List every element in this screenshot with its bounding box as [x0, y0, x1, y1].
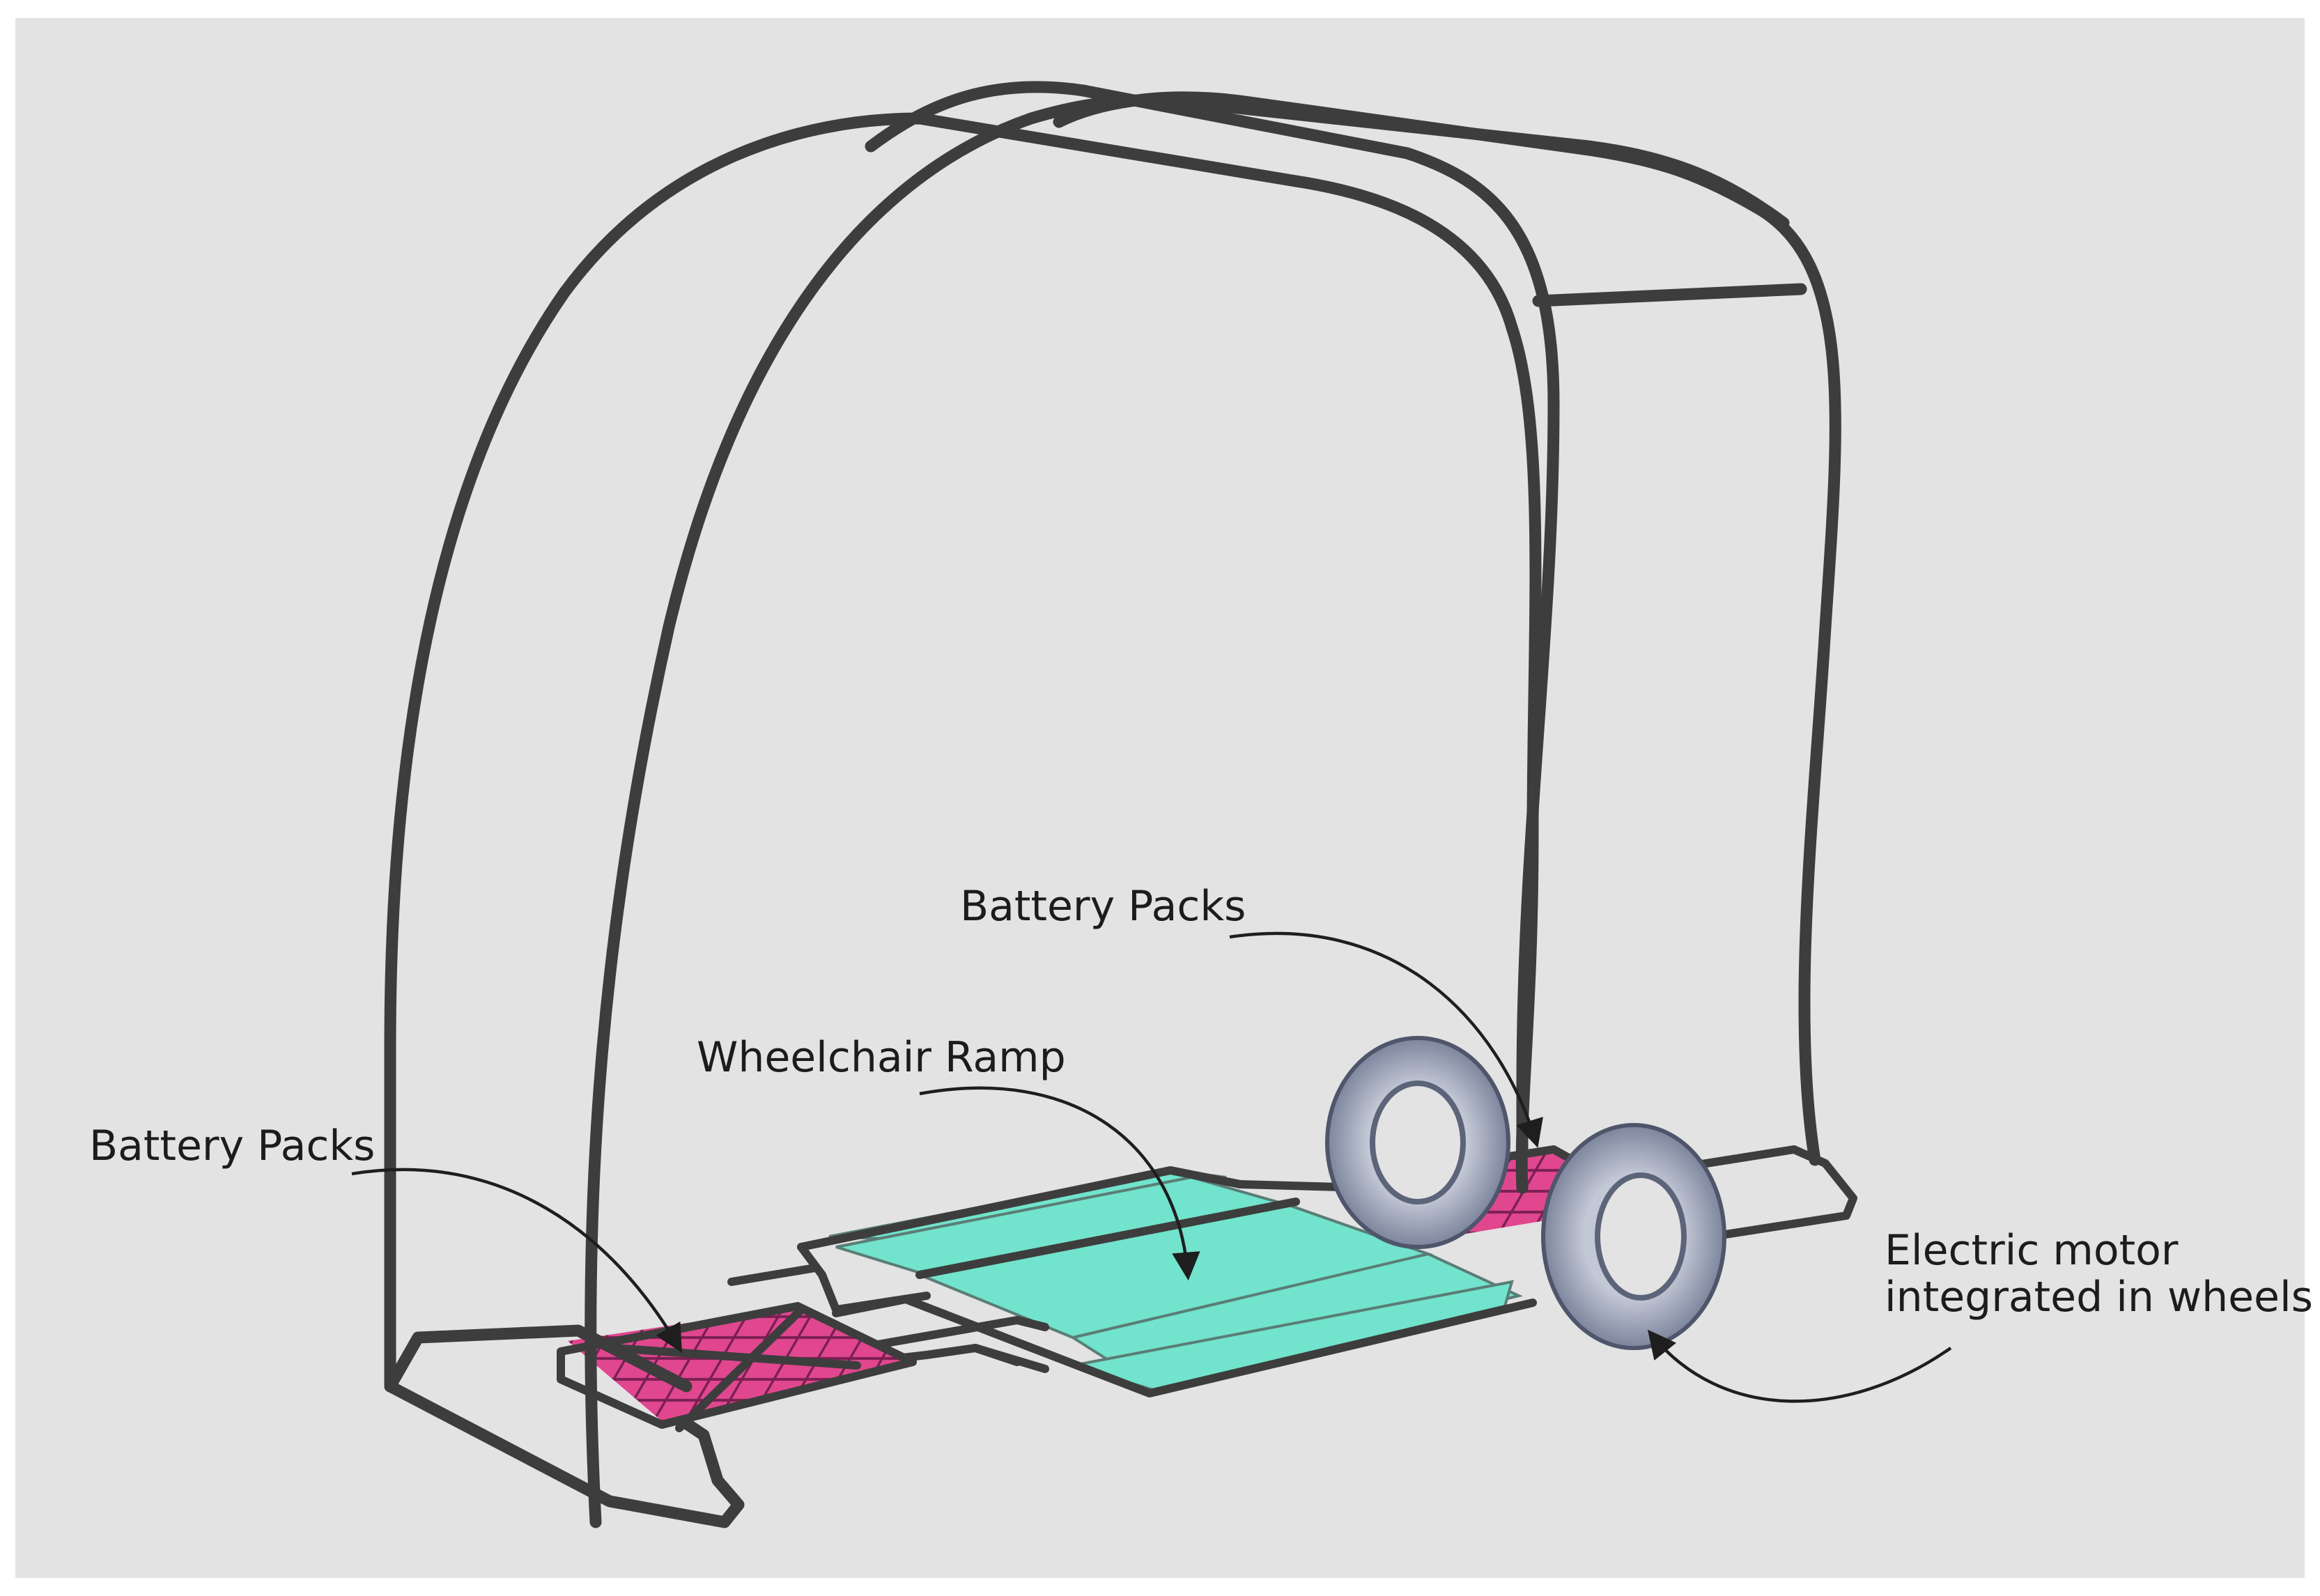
front-skid-frame	[384, 1324, 745, 1528]
label-electric-motor-line1: Electric motor	[1885, 1226, 2179, 1275]
label-battery-packs-right: Battery Packs	[960, 882, 1246, 931]
label-electric-motor-line2: integrated in wheels	[1885, 1273, 2313, 1322]
label-electric-motor: Electric motor integrated in wheels	[1885, 1227, 2313, 1321]
label-battery-packs-left: Battery Packs	[89, 1122, 376, 1170]
arrow-battery-left	[351, 1168, 683, 1354]
arrow-wheelchair-ramp	[919, 1086, 1200, 1281]
battery-pack-left	[557, 1302, 917, 1432]
wheel-rear	[1325, 1036, 1510, 1249]
arrow-battery-right	[1229, 931, 1543, 1148]
roof-arch-rear	[865, 81, 1841, 1194]
label-wheelchair-ramp: Wheelchair Ramp	[697, 1033, 1066, 1082]
chassis-rails	[727, 1166, 1537, 1397]
roof-arch-front	[384, 94, 1790, 1528]
arrow-electric-motor	[1647, 1329, 1952, 1403]
wheel-front	[1541, 1123, 1726, 1350]
